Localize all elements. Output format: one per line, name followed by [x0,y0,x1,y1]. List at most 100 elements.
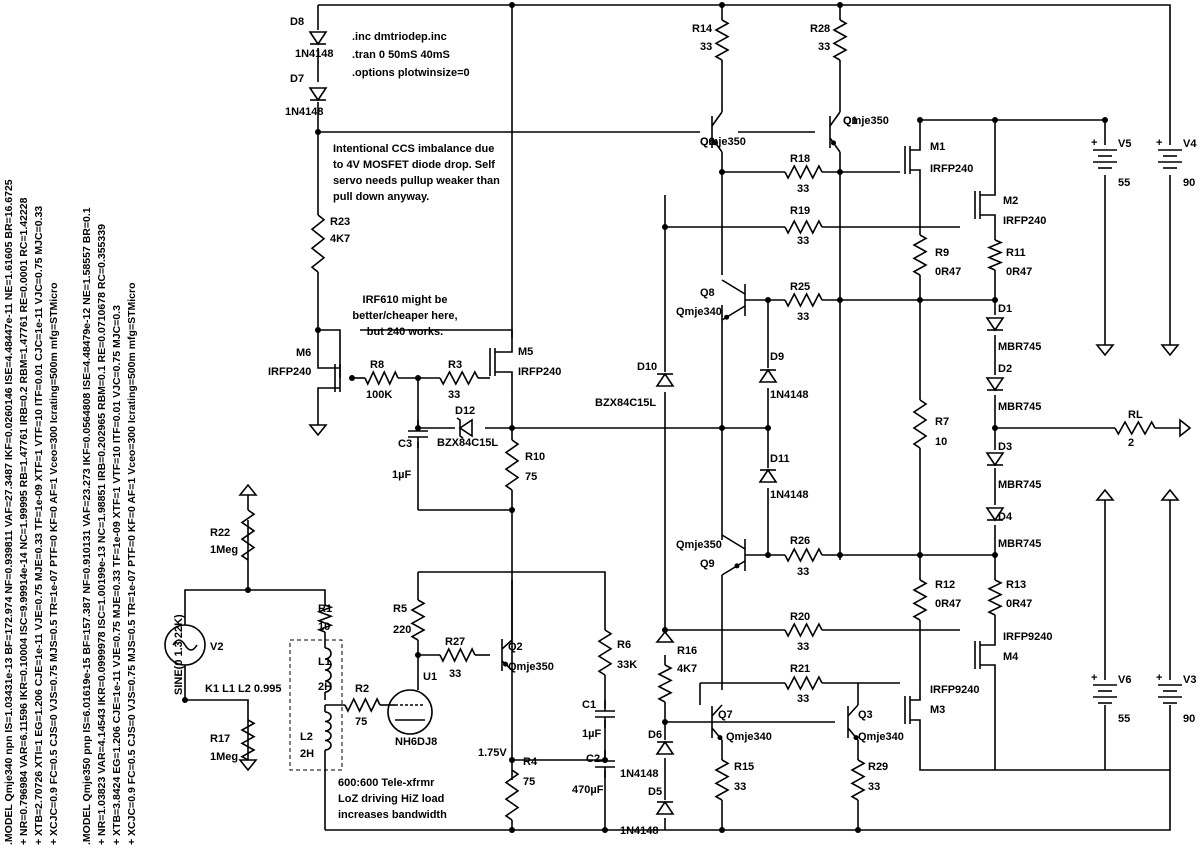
svg-text:to 4V MOSFET diode drop. Self: to 4V MOSFET diode drop. Self [333,159,495,171]
component-ref: R10 [525,451,545,463]
junction-dot [765,297,771,303]
component-value: IRFP240 [930,163,973,175]
component-ref: V5 [1118,138,1131,150]
component-ref: D7 [290,73,304,85]
component-value: 33 [797,183,809,195]
model-line: .MODEL Qmje340 npn IS=1.03431e-13 BF=172… [3,179,15,845]
svg-text:but 240 works.: but 240 works. [367,326,443,338]
component-value: IRFP240 [518,366,561,378]
svg-text:better/cheaper here,: better/cheaper here, [352,310,457,322]
component-value: 33 [700,41,712,53]
junction-dot [917,552,923,558]
component-value: 33 [797,641,809,653]
svg-text:IRF610 might be: IRF610 might be [363,294,448,306]
component-ref: R28 [810,23,830,35]
component-value: 33 [818,41,830,53]
resistor-r4 [504,769,520,821]
component-ref: D9 [770,351,784,363]
svg-text:+: + [1091,137,1097,149]
resistor-r5 [410,599,426,641]
svg-text:Intentional CCS imbalance due: Intentional CCS imbalance due [333,143,494,155]
junction-dot [509,507,515,513]
component-value: 0R47 [1006,598,1032,610]
component-ref: D2 [998,363,1012,375]
component-ref: R3 [448,359,462,371]
resistor-r27 [439,647,476,663]
component-ref: D10 [637,361,657,373]
component-ref: M3 [930,704,945,716]
component-value: 1µF [392,469,411,481]
rail-arrow [1095,344,1115,357]
junction-dot [509,757,515,763]
component-ref: R17 [210,733,230,745]
component-ref: R18 [790,153,810,165]
component-value: Qmje350 [676,539,722,551]
resistor-rl [1114,420,1156,436]
note-irf610: IRF610 might be better/cheaper here, but… [352,294,457,338]
junction-dot [509,425,515,431]
component-ref: M5 [518,346,533,358]
junction-dot [837,552,843,558]
resistor-r14 [714,19,730,61]
resistor-r8 [364,370,399,386]
component-value: 1N4148 [620,825,659,837]
zener-d12 [458,418,473,438]
component-ref: R2 [355,683,369,695]
component-value: IRFP240 [1003,215,1046,227]
rail-arrow [1160,344,1180,357]
component-ref: Q3 [858,709,873,721]
resistor-r29 [850,759,866,801]
resistor-r9 [912,234,928,276]
component-ref: V3 [1183,674,1196,686]
model-line: + NR=0.796984 VAR=6.11596 IKR=0.10004 IS… [18,197,30,845]
diode-d5 [655,800,675,815]
component-value: 75 [525,471,537,483]
junction-dot [602,757,608,763]
component-ref: R26 [790,535,810,547]
component-value: BZX84C15L [595,397,656,409]
model-line: + XTB=3.8424 EG=1.206 CJE=1e-11 VJE=0.75… [111,305,123,845]
resistor-r7 [912,399,928,449]
component-ref: R22 [210,527,230,539]
diode-d8 [308,31,328,46]
component-ref: R6 [617,639,631,651]
resistor-r18 [784,164,823,180]
component-value: MBR745 [998,401,1041,413]
model-line: + NR=1.03823 VAR=4.14543 IKR=0.0999978 I… [96,224,108,845]
component-ref: R19 [790,205,810,217]
component-ref: Q7 [718,709,733,721]
component-value: MBR745 [998,479,1041,491]
component-ref: R13 [1006,579,1026,591]
component-value: 33 [734,781,746,793]
component-ref: V2 [210,641,223,653]
resistor-r11 [986,239,1004,271]
component-ref: D5 [648,786,662,798]
component-ref: M6 [296,347,311,359]
junction-dot [602,827,608,833]
wires [184,4,1180,831]
component-ref: V4 [1183,138,1197,150]
component-ref: Q8 [700,287,715,299]
component-ref: R20 [790,611,810,623]
component-ref: D4 [998,511,1013,523]
spice-model-text: .MODEL Qmje340 npn IS=1.03431e-13 BF=172… [3,179,138,845]
svg-text:servo needs pullup weaker than: servo needs pullup weaker than [333,175,500,187]
component-ref: R11 [1006,247,1026,259]
resistor-r3 [439,370,479,386]
directives: .inc dmtriodep.inc .tran 0 50mS 40mS .op… [352,31,470,79]
component-ref: R8 [370,359,384,371]
junction-dot [917,297,923,303]
junction-dot [719,169,725,175]
sine-source-v2 [164,624,206,666]
junction-dot [719,425,725,431]
ground-arrow [238,759,258,772]
component-value: NH6DJ8 [395,736,437,748]
resistor-r10 [504,439,520,491]
component-ref: M1 [930,141,945,153]
component-ref: Q9 [700,558,715,570]
resistor-r17 [240,719,256,761]
directive-line: .tran 0 50mS 40mS [352,49,450,61]
component-ref: R21 [790,663,810,675]
junction-dot [182,697,188,703]
